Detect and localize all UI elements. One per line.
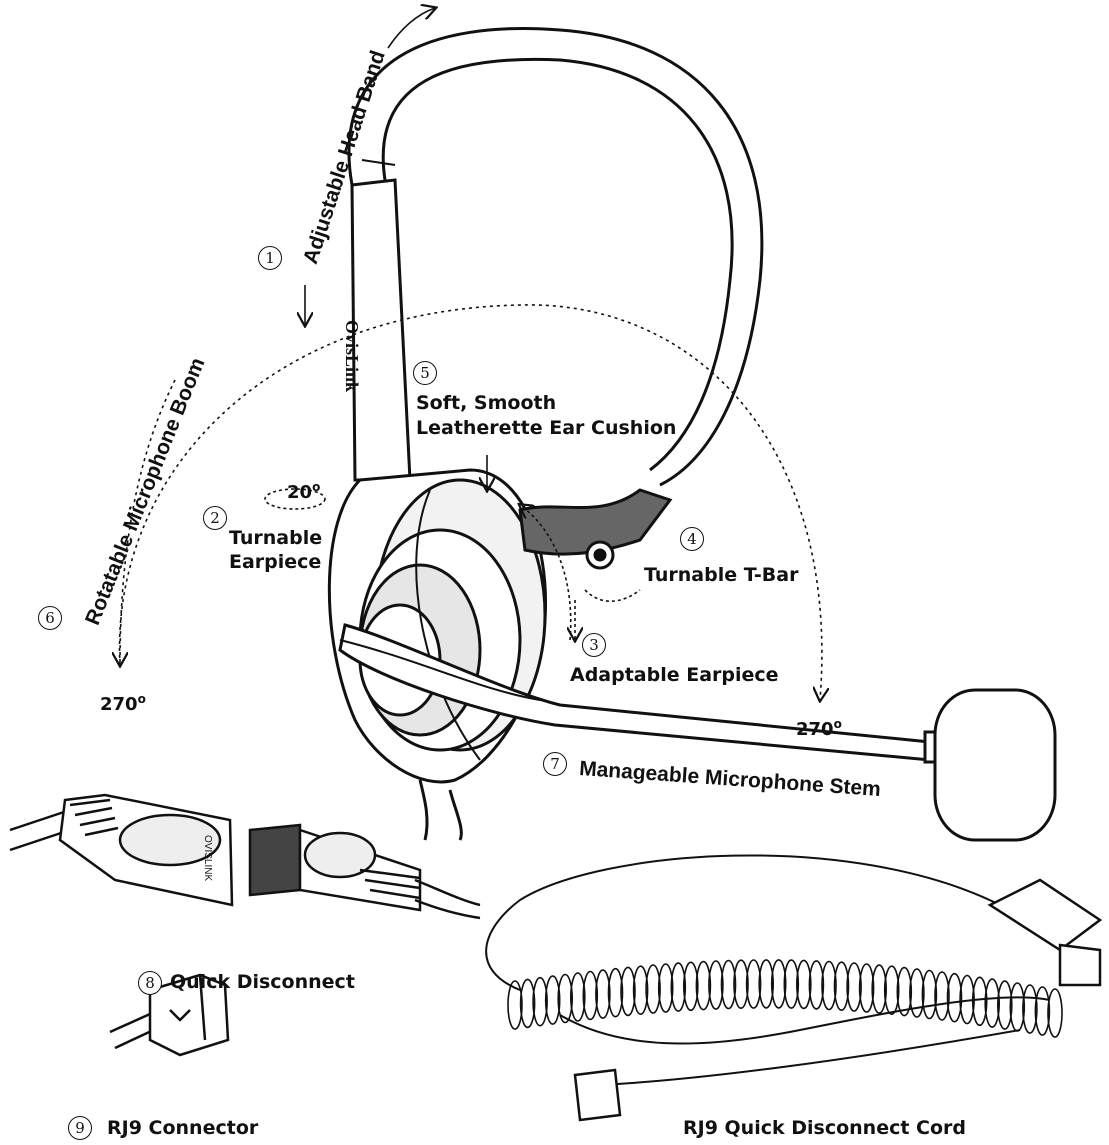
earpiece-cable bbox=[420, 780, 461, 840]
callout-number-9: 9 bbox=[68, 1116, 92, 1140]
t-bar-turn-arc bbox=[585, 590, 640, 601]
callout-number-2: 2 bbox=[203, 506, 227, 530]
plug-brand: OVISLINK bbox=[202, 835, 213, 881]
callout-number-8: 8 bbox=[138, 971, 162, 995]
angle-earpiece-turn: 20o bbox=[287, 480, 320, 503]
quick-disconnect-illustration bbox=[10, 795, 480, 918]
microphone-foam bbox=[935, 690, 1055, 840]
angle-boom-left: 270o bbox=[100, 692, 146, 715]
earpiece bbox=[329, 470, 545, 782]
label-turnable-t-bar: Turnable T-Bar bbox=[644, 564, 798, 586]
callout-number-6: 6 bbox=[38, 606, 62, 630]
coiled-cord-illustration bbox=[486, 855, 1100, 1120]
callout-number-7: 7 bbox=[543, 752, 567, 776]
label-cushion-line2: Leatherette Ear Cushion bbox=[416, 417, 676, 439]
brand-mark-text: OvisLink bbox=[342, 320, 362, 392]
label-rj9-connector: RJ9 Connector bbox=[107, 1117, 258, 1139]
label-turnable-earpiece-line1: Turnable bbox=[229, 527, 322, 549]
label-adaptable-earpiece: Adaptable Earpiece bbox=[570, 664, 779, 686]
svg-text:OVISLINK: OVISLINK bbox=[202, 835, 213, 881]
label-rj9-quick-disconnect-cord: RJ9 Quick Disconnect Cord bbox=[683, 1117, 966, 1139]
cord-coils bbox=[508, 960, 1062, 1037]
callout-number-5: 5 bbox=[413, 361, 437, 385]
callout-number-4: 4 bbox=[680, 527, 704, 551]
label-quick-disconnect: Quick Disconnect bbox=[170, 971, 355, 993]
angle-boom-right: 270o bbox=[796, 717, 842, 740]
callout-number-1: 1 bbox=[258, 246, 282, 270]
brand-mark: OvisLink bbox=[342, 320, 362, 392]
callout-number-3: 3 bbox=[582, 633, 606, 657]
label-cushion-line1: Soft, Smooth bbox=[416, 392, 556, 414]
label-turnable-earpiece-line2: Earpiece bbox=[229, 551, 321, 573]
